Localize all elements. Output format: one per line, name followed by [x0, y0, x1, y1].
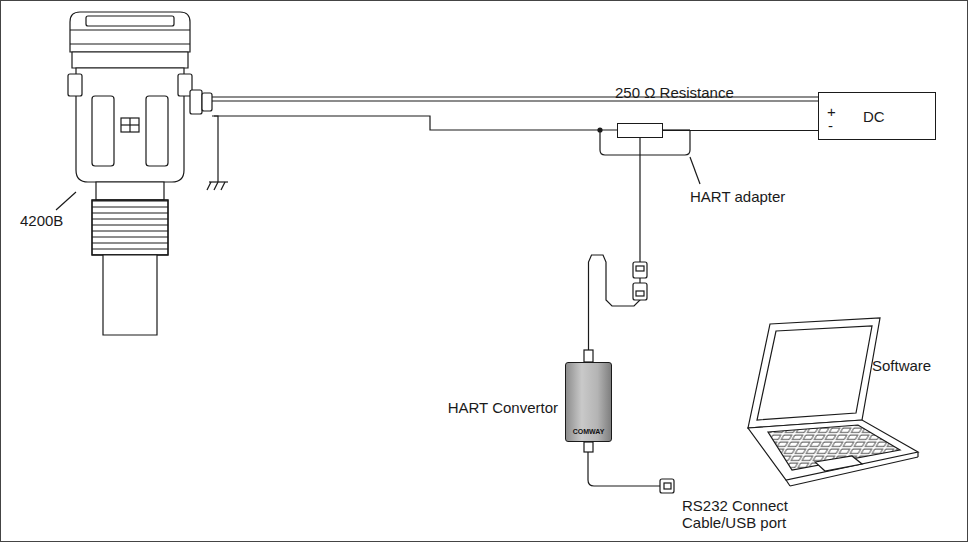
dc-supply-box: +- DC — [818, 92, 936, 140]
plug — [660, 479, 674, 493]
transmitter — [70, 43, 190, 44]
laptop — [757, 326, 872, 420]
transmitter — [146, 96, 168, 166]
transmitter — [70, 29, 190, 30]
ground-symbol — [207, 182, 211, 190]
part-label: 4200B — [20, 212, 63, 229]
laptop — [748, 420, 918, 480]
laptop — [790, 457, 918, 486]
laptop — [786, 480, 790, 486]
ground-symbol — [221, 182, 225, 190]
terminal-sign: + — [827, 105, 836, 119]
wire — [214, 116, 218, 182]
transmitter — [121, 118, 139, 132]
wire — [588, 442, 660, 486]
transmitter — [202, 93, 212, 111]
transmitter — [86, 16, 174, 26]
software-label: Software — [872, 357, 931, 374]
plug — [633, 283, 647, 300]
transmitter — [76, 68, 184, 182]
plug — [636, 266, 644, 271]
terminal-sign: - — [828, 119, 833, 133]
junction-dot — [597, 127, 602, 132]
ground-symbol — [207, 182, 228, 190]
wire-connector — [589, 138, 641, 362]
plug — [584, 442, 593, 452]
wire — [56, 192, 76, 210]
laptop — [748, 318, 880, 428]
wire — [212, 116, 617, 130]
brand-text: COMWAY — [566, 428, 611, 436]
transmitter — [92, 96, 114, 166]
transmitter — [190, 90, 202, 114]
wire — [690, 157, 700, 184]
plug — [636, 291, 644, 296]
hart-converter: HART ConvertorCOMWAY — [565, 362, 612, 442]
converter-label: HART Convertor — [448, 399, 558, 416]
transmitter — [96, 182, 164, 200]
transmitter — [70, 12, 190, 52]
ground-symbol — [214, 182, 218, 190]
port-label: RS232 Connect Cable/USB port — [682, 497, 800, 531]
plug — [584, 350, 593, 362]
wire — [56, 97, 818, 486]
laptop — [768, 425, 900, 470]
laptop — [917, 452, 918, 457]
transmitter — [72, 52, 188, 68]
transmitter — [103, 255, 157, 335]
resistor-label: 250 Ω Resistance — [615, 84, 734, 101]
transmitter — [121, 124, 139, 125]
wire — [663, 129, 690, 130]
part-label: HART adapter — [690, 188, 785, 205]
resistor-symbol: 250 Ω Resistance — [617, 123, 663, 138]
laptop — [748, 318, 918, 486]
plug — [633, 262, 647, 278]
plug — [664, 483, 671, 489]
wire-connector — [663, 130, 818, 131]
transmitter — [92, 200, 168, 255]
laptop — [815, 456, 862, 471]
transmitter — [92, 200, 168, 255]
transmitter — [68, 12, 212, 335]
supply-label: DC — [863, 108, 885, 125]
transmitter — [68, 74, 82, 96]
